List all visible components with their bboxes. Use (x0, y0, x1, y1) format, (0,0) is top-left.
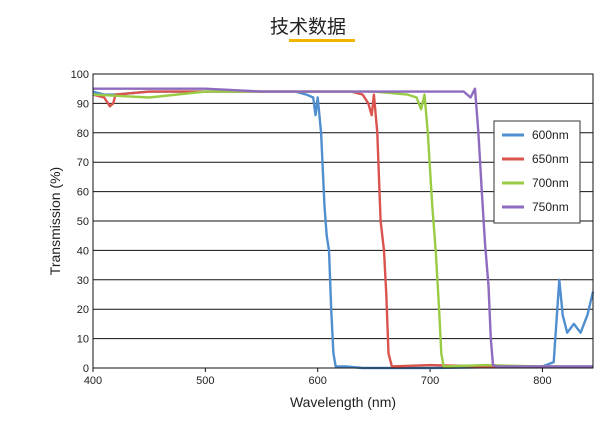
x-tick-label: 600 (309, 375, 327, 387)
x-tick-label: 500 (196, 375, 214, 387)
x-tick-labels: 400 500 600 700 800 (84, 368, 552, 387)
legend-entry: 650nm (532, 152, 569, 166)
y-tick-label: 40 (77, 245, 89, 257)
x-axis-label: Wavelength (nm) (290, 394, 396, 410)
y-tick-labels: 0 10 20 30 40 50 60 70 80 90 100 (71, 69, 89, 375)
heading-underline (289, 39, 355, 42)
x-tick-label: 700 (421, 375, 439, 387)
legend-entry: 600nm (532, 128, 569, 142)
legend-entry: 700nm (532, 176, 569, 190)
series-lines (92, 87, 595, 370)
y-axis-label: Transmission (%) (47, 167, 63, 275)
series-line-750nm (93, 87, 593, 368)
plot-frame (92, 73, 594, 369)
y-tick-label: 50 (77, 216, 89, 228)
y-tick-label: 90 (77, 98, 89, 110)
y-tick-label: 70 (77, 157, 89, 169)
page-heading: 技术数据 (269, 16, 346, 38)
y-tick-label: 30 (77, 275, 89, 287)
y-tick-label: 10 (77, 334, 89, 346)
y-tick-label: 60 (77, 187, 89, 199)
legend-entry: 750nm (532, 200, 569, 214)
x-tick-label: 400 (84, 375, 102, 387)
y-tick-label: 100 (71, 69, 89, 81)
y-tick-label: 80 (77, 128, 89, 140)
x-tick-label: 800 (533, 375, 551, 387)
y-tick-label: 20 (77, 304, 89, 316)
y-tick-label: 0 (83, 363, 89, 375)
legend: 600nm 650nm 700nm 750nm (493, 120, 581, 224)
